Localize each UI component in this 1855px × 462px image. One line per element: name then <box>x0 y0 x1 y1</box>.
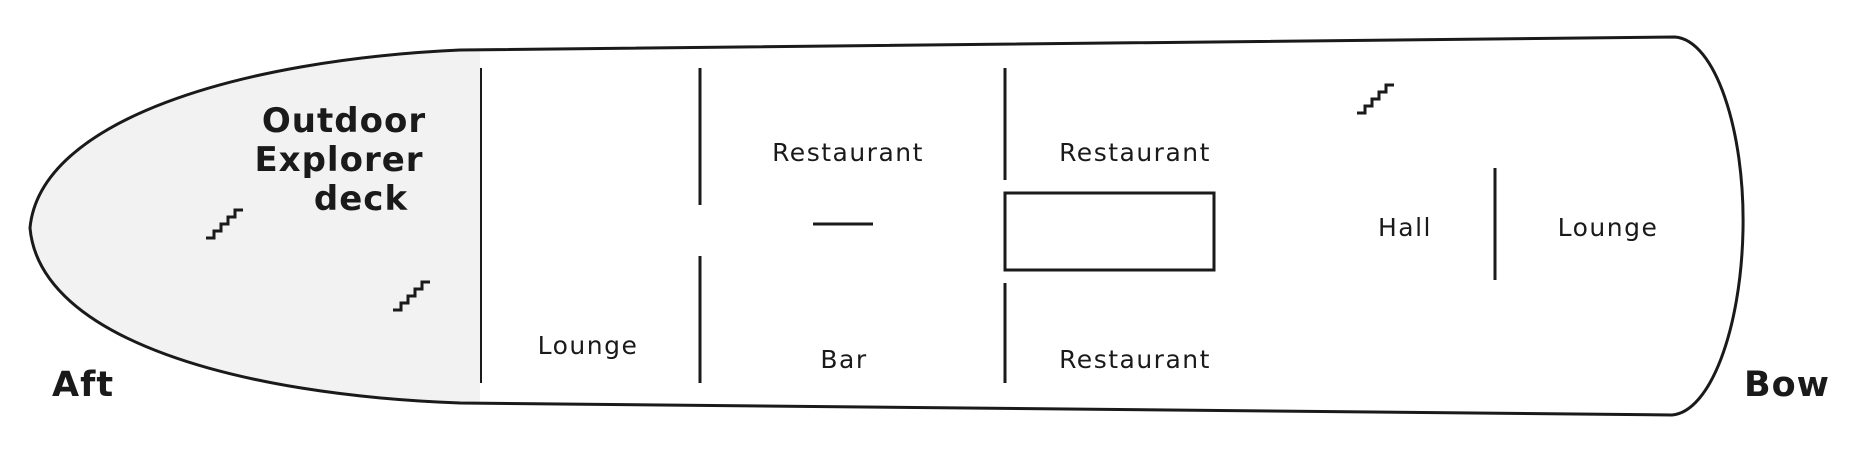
hull-outline <box>28 35 1745 417</box>
central-block <box>1003 191 1216 272</box>
room-label-restaurant-2: Restaurant <box>1059 138 1211 167</box>
outdoor-deck-title-line3: deck <box>314 179 409 219</box>
stairs-icon <box>393 280 430 312</box>
bow-label: Bow <box>1744 365 1830 405</box>
outdoor-deck-title-line1: Outdoor <box>262 101 426 141</box>
room-label-hall: Hall <box>1378 213 1432 242</box>
room-label-restaurant-3: Restaurant <box>1059 345 1211 374</box>
stairs-icon <box>206 208 243 240</box>
aft-label: Aft <box>52 365 114 405</box>
room-label-lounge-bow: Lounge <box>1558 213 1659 242</box>
room-label-bar: Bar <box>820 345 867 374</box>
outdoor-deck-area <box>30 50 480 403</box>
outdoor-deck-title-line2: Explorer <box>254 140 423 180</box>
stairs-icon <box>1357 83 1394 115</box>
room-label-restaurant-1: Restaurant <box>772 138 924 167</box>
room-label-lounge-aft: Lounge <box>538 331 639 360</box>
